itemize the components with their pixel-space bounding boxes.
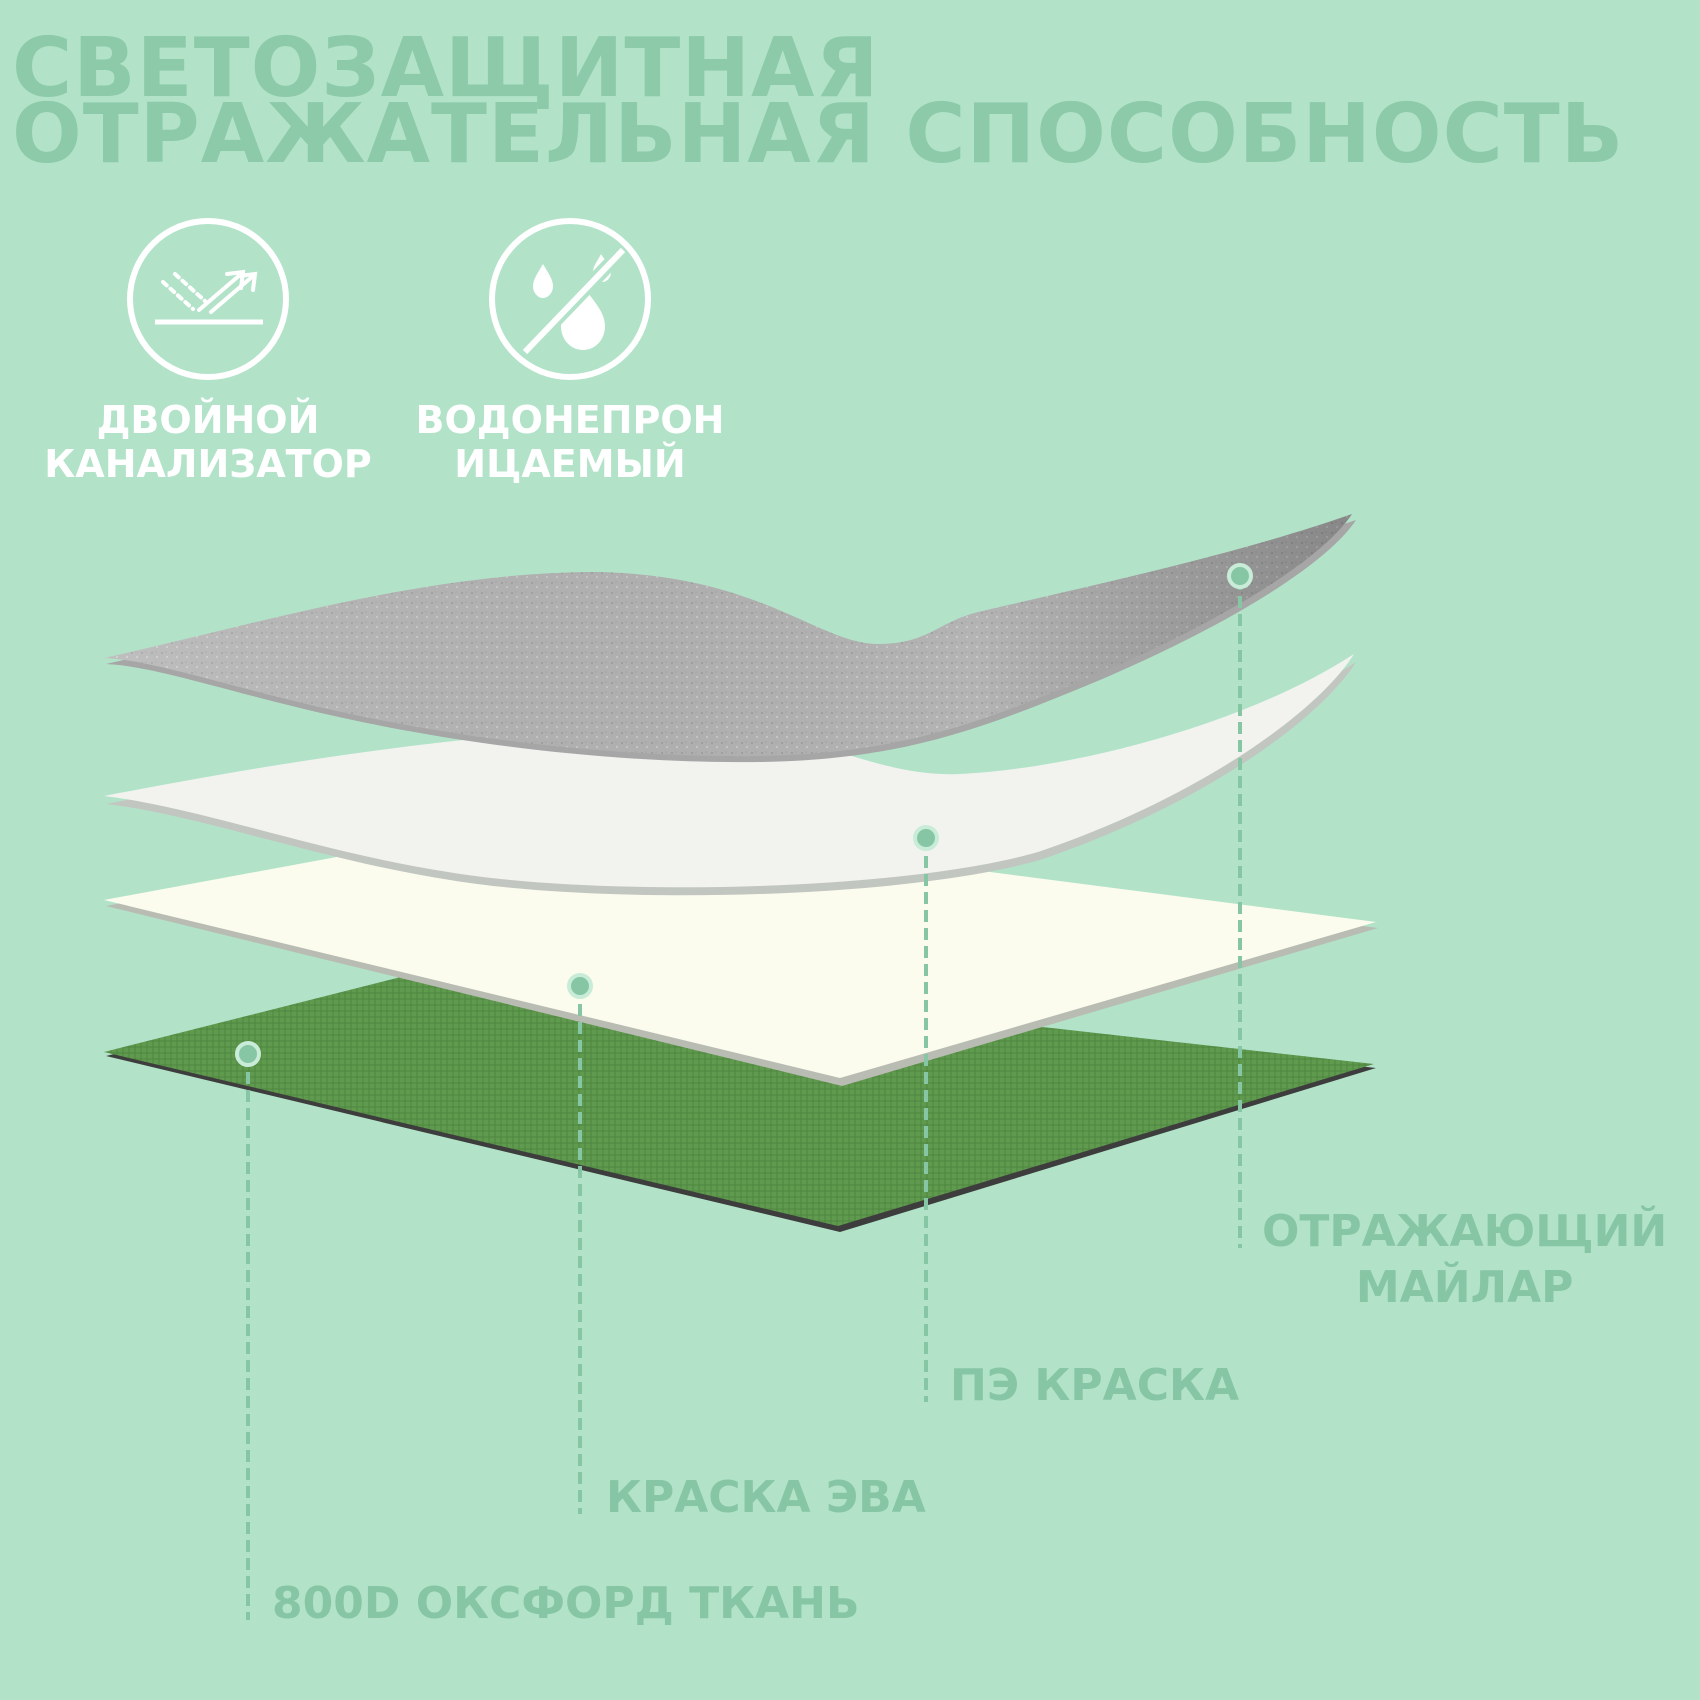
callout-reflective-mylar: ОТРАЖАЮЩИЙ МАЙЛАР [1262,1206,1668,1313]
page-title: СВЕТОЗАЩИТНАЯ ОТРАЖАТЕЛЬНАЯ СПОСОБНОСТЬ [12,21,1625,182]
feature-double-channel: ДВОЙНОЙ КАНАЛИЗАТОР [38,214,378,486]
feature-waterproof: ВОДОНЕПРОН ИЦАЕМЫЙ [400,214,740,486]
marker-dot-eva [567,973,593,999]
feature-label: ДВОЙНОЙ КАНАЛИЗАТОР [44,398,372,486]
layer-reflective-mylar [104,514,1356,763]
callout-eva-paint: КРАСКА ЭВА [606,1472,926,1523]
double-arrow-surface-icon [127,218,289,380]
marker-dot-pe [913,825,939,851]
no-water-drops-icon [489,218,651,380]
feature-label: ВОДОНЕПРОН ИЦАЕМЫЙ [415,398,725,486]
layer-oxford-fabric [104,962,1376,1232]
callout-pe-paint: ПЭ КРАСКА [950,1360,1240,1411]
title-line-2: ОТРАЖАТЕЛЬНАЯ СПОСОБНОСТЬ [12,87,1625,182]
callout-oxford-fabric: 800D ОКСФОРД ТКАНЬ [272,1578,860,1629]
layer-pe-paint [104,654,1356,896]
title-line-1: СВЕТОЗАЩИТНАЯ [12,21,880,116]
marker-dot-mylar [1227,563,1253,589]
marker-dot-oxford [235,1041,261,1067]
layer-eva-paint [104,816,1378,1086]
